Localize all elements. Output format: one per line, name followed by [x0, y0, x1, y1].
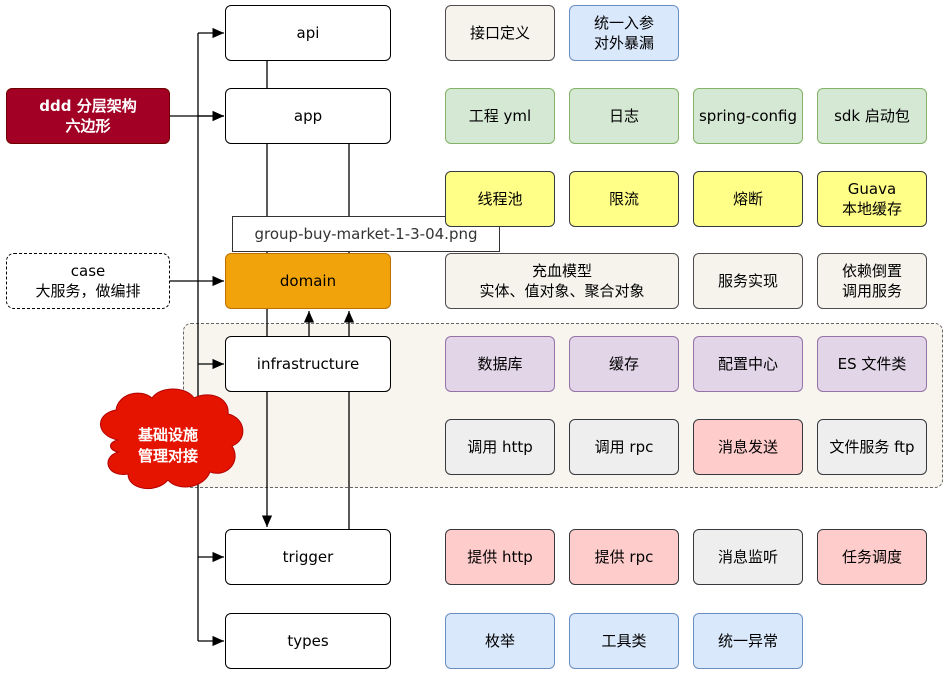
tag-task-scheduling: 任务调度 [817, 529, 927, 585]
tag-database: 数据库 [445, 336, 555, 392]
tag-message-listener: 消息监听 [693, 529, 803, 585]
cloud-shape [100, 388, 244, 489]
tag-call-http: 调用 http [445, 419, 555, 475]
layer-app: app [225, 88, 391, 144]
tag-es-files: ES 文件类 [817, 336, 927, 392]
tag-rich-model: 充血模型 实体、值对象、聚合对象 [445, 253, 679, 309]
tag-logging: 日志 [569, 88, 679, 144]
layer-infrastructure: infrastructure [225, 336, 391, 392]
layer-trigger: trigger [225, 529, 391, 585]
tag-unified-exception: 统一异常 [693, 613, 803, 669]
tag-spring-config: spring-config [693, 88, 803, 144]
tag-file-service-ftp: 文件服务 ftp [817, 419, 927, 475]
tag-provide-rpc: 提供 rpc [569, 529, 679, 585]
layer-domain: domain [225, 253, 391, 309]
ddd-architecture-label: ddd 分层架构 六边形 [6, 88, 170, 144]
tag-call-rpc: 调用 rpc [569, 419, 679, 475]
tag-cache: 缓存 [569, 336, 679, 392]
tag-enum: 枚举 [445, 613, 555, 669]
tag-provide-http: 提供 http [445, 529, 555, 585]
tag-guava-cache: Guava 本地缓存 [817, 171, 927, 227]
cloud-label: 基础设施 管理对接 [137, 426, 198, 465]
case-layer-label: case 大服务，做编排 [6, 253, 170, 309]
tag-project-yml: 工程 yml [445, 88, 555, 144]
layer-api: api [225, 5, 391, 61]
tag-thread-pool: 线程池 [445, 171, 555, 227]
tag-interface-definition: 接口定义 [445, 5, 555, 61]
tag-config-center: 配置中心 [693, 336, 803, 392]
layer-types: types [225, 613, 391, 669]
tag-rate-limit: 限流 [569, 171, 679, 227]
tag-unified-params: 统一入参 对外暴漏 [569, 5, 679, 61]
tag-utility-class: 工具类 [569, 613, 679, 669]
tag-service-impl: 服务实现 [693, 253, 803, 309]
tag-dependency-inversion: 依赖倒置 调用服务 [817, 253, 927, 309]
tag-send-message: 消息发送 [693, 419, 803, 475]
tag-circuit-breaker: 熔断 [693, 171, 803, 227]
tag-sdk-starter: sdk 启动包 [817, 88, 927, 144]
